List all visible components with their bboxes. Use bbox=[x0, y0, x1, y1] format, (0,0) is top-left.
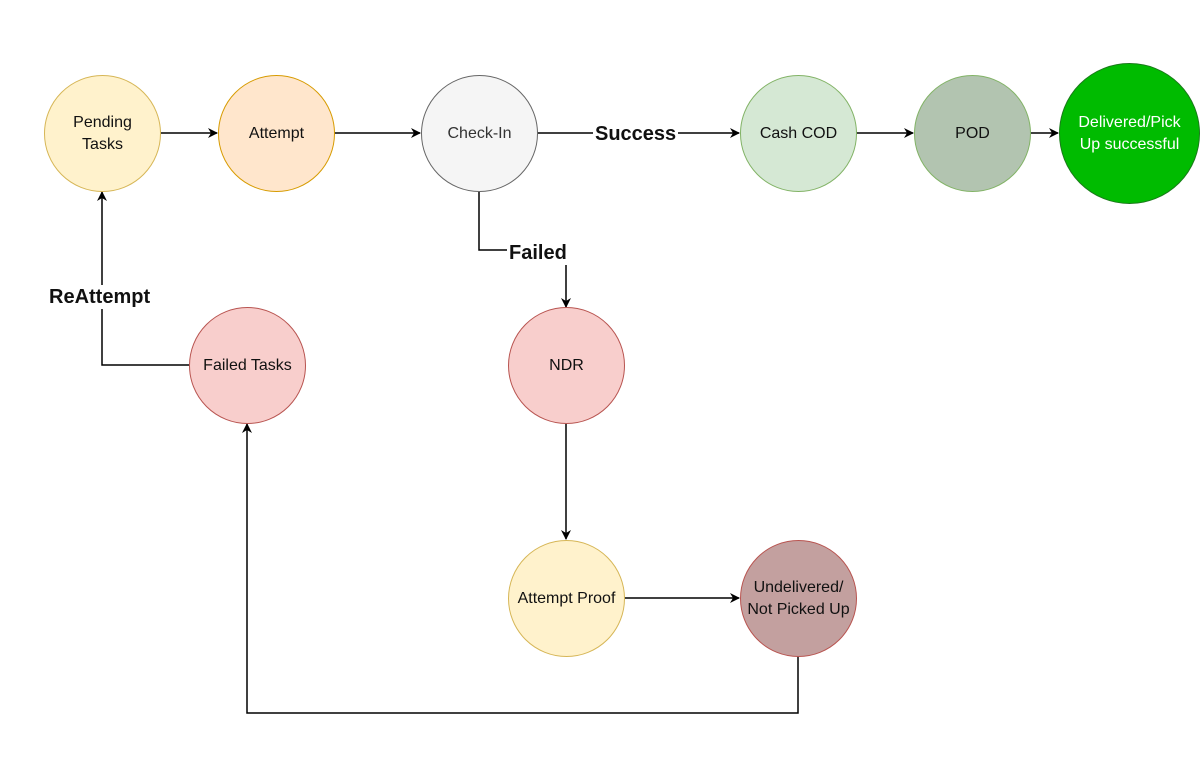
node-pending-tasks[interactable]: Pending Tasks bbox=[44, 75, 161, 192]
node-cash-cod-label: Cash COD bbox=[759, 124, 838, 142]
edge-undelivered-to-failedtasks bbox=[242, 423, 799, 714]
node-pod[interactable]: POD bbox=[914, 75, 1031, 192]
node-undelivered-not-picked-up[interactable]: Undelivered/ Not Picked Up bbox=[740, 540, 857, 657]
node-delivered-label: Delivered/Pick Up successful bbox=[1078, 113, 1181, 153]
node-ndr[interactable]: NDR bbox=[508, 307, 625, 424]
node-check-in-label: Check-In bbox=[447, 124, 512, 142]
edge-failedtasks-to-pending bbox=[97, 191, 189, 366]
node-cash-cod[interactable]: Cash COD bbox=[740, 75, 857, 192]
node-check-in[interactable]: Check-In bbox=[421, 75, 538, 192]
node-failed-tasks-label: Failed Tasks bbox=[203, 356, 292, 374]
node-ndr-label: NDR bbox=[549, 356, 584, 374]
node-failed-tasks[interactable]: Failed Tasks bbox=[189, 307, 306, 424]
node-attempt[interactable]: Attempt bbox=[218, 75, 335, 192]
edge-label-reattempt: ReAttempt bbox=[47, 285, 153, 309]
edge-label-failed: Failed bbox=[507, 241, 569, 265]
edge-label-success: Success bbox=[593, 122, 679, 146]
node-attempt-label: Attempt bbox=[248, 124, 305, 142]
node-attempt-proof[interactable]: Attempt Proof bbox=[508, 540, 625, 657]
node-pod-label: POD bbox=[955, 124, 990, 142]
node-attempt-proof-label: Attempt Proof bbox=[517, 589, 616, 607]
node-delivered-pickup-successful[interactable]: Delivered/Pick Up successful bbox=[1059, 63, 1200, 204]
node-undelivered-label: Undelivered/ Not Picked Up bbox=[747, 578, 850, 618]
node-pending-tasks-label: Pending Tasks bbox=[73, 113, 132, 153]
